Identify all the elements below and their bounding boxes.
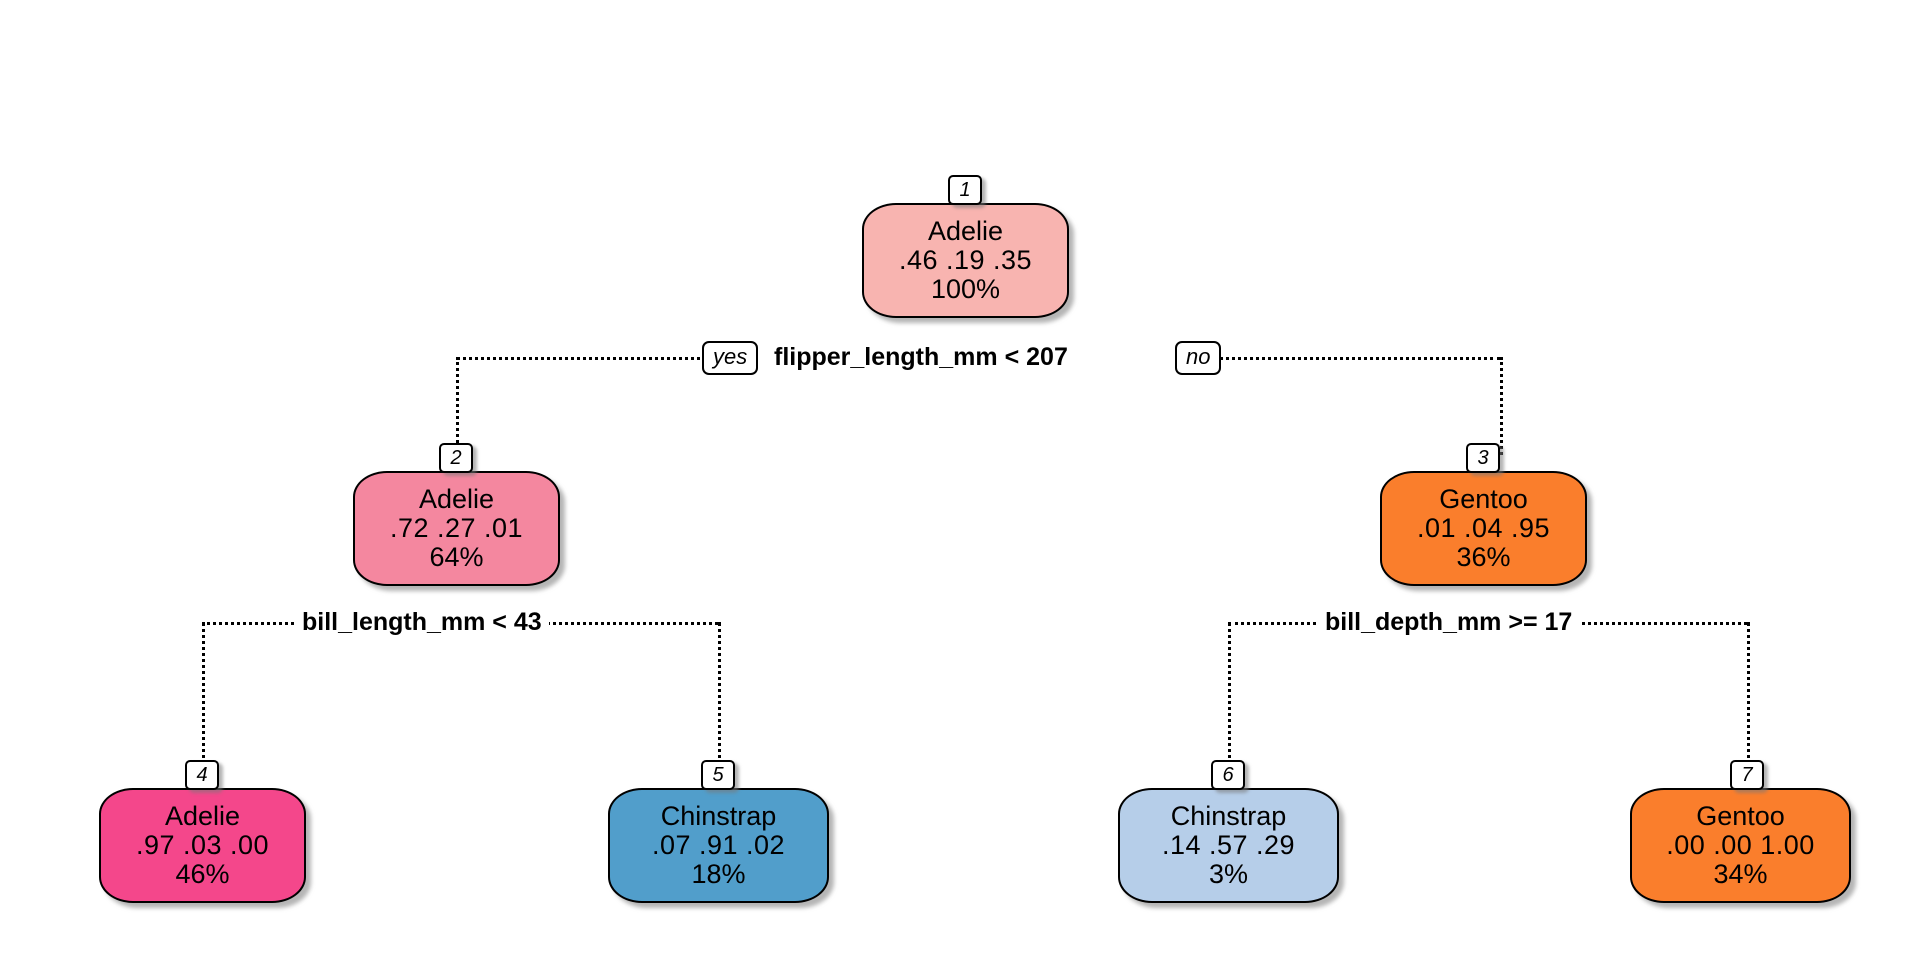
node-tab-4: 4	[185, 760, 219, 790]
tree-node-4[interactable]: Adelie .97 .03 .00 46%	[99, 788, 306, 903]
connector-root-right-horizontal	[1213, 357, 1500, 360]
node-5-probs: .07 .91 .02	[651, 829, 786, 860]
connector-n2-left-vertical	[202, 622, 205, 772]
node-1-probs: .46 .19 .35	[898, 244, 1033, 275]
node-tab-3: 3	[1466, 443, 1500, 473]
node-3-probs: .01 .04 .95	[1416, 512, 1551, 543]
node-5-percent: 18%	[691, 859, 746, 890]
connector-n2-right-horizontal	[510, 622, 718, 625]
connector-n2-right-vertical	[718, 622, 721, 772]
connector-n3-right-horizontal	[1535, 622, 1747, 625]
split-condition-left: bill_length_mm < 43	[295, 608, 549, 637]
node-5-class: Chinstrap	[660, 800, 777, 831]
split-condition-root: flipper_length_mm < 207	[767, 343, 1075, 372]
tree-node-2[interactable]: Adelie .72 .27 .01 64%	[353, 471, 560, 586]
node-4-percent: 46%	[175, 859, 230, 890]
node-tab-6: 6	[1211, 760, 1245, 790]
node-3-percent: 36%	[1456, 542, 1511, 573]
connector-root-right-vertical	[1500, 357, 1503, 455]
node-7-class: Gentoo	[1696, 800, 1785, 831]
node-3-class: Gentoo	[1439, 483, 1528, 514]
node-tab-7: 7	[1730, 760, 1764, 790]
node-1-percent: 100%	[930, 274, 1001, 305]
connector-n3-right-vertical	[1747, 622, 1750, 772]
connector-n3-left-horizontal	[1228, 622, 1328, 625]
node-7-probs: .00 .00 1.00	[1666, 829, 1815, 860]
connector-root-left-vertical	[456, 357, 459, 455]
tree-node-5[interactable]: Chinstrap .07 .91 .02 18%	[608, 788, 829, 903]
node-tab-5: 5	[701, 760, 735, 790]
node-6-probs: .14 .57 .29	[1161, 829, 1296, 860]
tree-node-6[interactable]: Chinstrap .14 .57 .29 3%	[1118, 788, 1339, 903]
tree-node-7[interactable]: Gentoo .00 .00 1.00 34%	[1630, 788, 1851, 903]
connector-n2-left-horizontal	[202, 622, 305, 625]
node-tab-2: 2	[439, 443, 473, 473]
node-6-class: Chinstrap	[1170, 800, 1287, 831]
node-1-class: Adelie	[927, 215, 1004, 246]
node-7-percent: 34%	[1713, 859, 1768, 890]
node-2-percent: 64%	[429, 542, 484, 573]
node-2-class: Adelie	[418, 483, 495, 514]
node-2-probs: .72 .27 .01	[389, 512, 524, 543]
branch-label-yes: yes	[702, 341, 759, 375]
connector-n3-left-vertical	[1228, 622, 1231, 772]
branch-label-no: no	[1175, 341, 1222, 375]
tree-node-3[interactable]: Gentoo .01 .04 .95 36%	[1380, 471, 1587, 586]
split-condition-right: bill_depth_mm >= 17	[1318, 608, 1580, 637]
node-4-class: Adelie	[164, 800, 241, 831]
tree-node-1[interactable]: Adelie .46 .19 .35 100%	[862, 203, 1069, 318]
connector-root-left-horizontal	[456, 357, 708, 360]
node-6-percent: 3%	[1208, 859, 1249, 890]
node-4-probs: .97 .03 .00	[135, 829, 270, 860]
node-tab-1: 1	[948, 175, 982, 205]
